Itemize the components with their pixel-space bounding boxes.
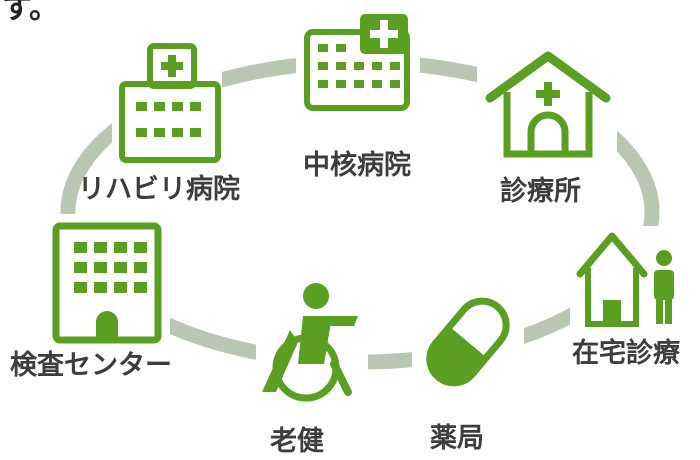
pill-capsule-icon bbox=[426, 297, 510, 387]
top-text-fragment: す。 bbox=[2, 0, 59, 26]
label-geriatric-facility: 老健 bbox=[270, 426, 324, 457]
label-lab-center: 検査センター bbox=[10, 350, 172, 381]
label-rehab-hospital: リハビリ病院 bbox=[78, 174, 240, 205]
hospital-icon bbox=[304, 14, 410, 111]
label-core-hospital: 中核病院 bbox=[303, 150, 411, 181]
label-clinic: 診療所 bbox=[500, 176, 581, 207]
office-building-icon bbox=[52, 222, 162, 344]
label-pharmacy: 薬局 bbox=[430, 423, 484, 454]
rehab-hospital-icon bbox=[119, 43, 221, 163]
label-home-care: 在宅診療 bbox=[572, 338, 680, 369]
wheelchair-icon bbox=[262, 283, 358, 402]
clinic-house-icon bbox=[485, 51, 611, 158]
home-care-icon bbox=[576, 232, 674, 327]
